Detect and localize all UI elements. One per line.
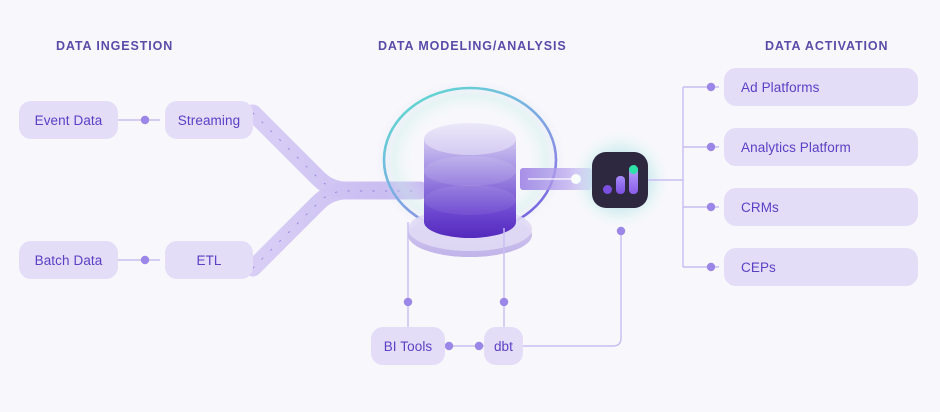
warehouse-cylinder <box>424 123 516 238</box>
section-title-activation: DATA ACTIVATION <box>765 39 889 53</box>
link-warehouse-to-dbt <box>499 228 509 327</box>
node-bi-tools[interactable]: BI Tools <box>371 327 445 365</box>
analytics-app-icon[interactable] <box>592 152 648 208</box>
link-bi-tools-to-dbt <box>444 341 484 351</box>
node-ceps[interactable]: CEPs <box>724 248 918 286</box>
link-dbt-to-app <box>523 226 626 347</box>
node-ad-platforms[interactable]: Ad Platforms <box>724 68 918 106</box>
bar-chart-dot-icon <box>602 185 612 194</box>
link-warehouse-to-bi-tools <box>403 222 413 327</box>
ribbon-etl-to-warehouse <box>244 182 429 277</box>
node-dbt[interactable]: dbt <box>484 327 523 365</box>
node-analytics-platform[interactable]: Analytics Platform <box>724 128 918 166</box>
node-etl[interactable]: ETL <box>165 241 253 279</box>
link-event-data-to-streaming <box>118 115 160 125</box>
section-title-ingestion: DATA INGESTION <box>56 39 174 53</box>
green-status-dot-icon <box>628 165 638 174</box>
link-app-to-activation-bus <box>648 82 719 272</box>
bar-chart-mid-bar-icon <box>615 176 625 194</box>
link-batch-data-to-etl <box>118 255 160 265</box>
section-title-modeling: DATA MODELING/ANALYSIS <box>378 39 567 53</box>
bar-chart-tall-bar-icon <box>628 165 638 194</box>
node-batch-data[interactable]: Batch Data <box>19 241 118 279</box>
node-crms[interactable]: CRMs <box>724 188 918 226</box>
node-streaming[interactable]: Streaming <box>165 101 253 139</box>
node-event-data[interactable]: Event Data <box>19 101 118 139</box>
